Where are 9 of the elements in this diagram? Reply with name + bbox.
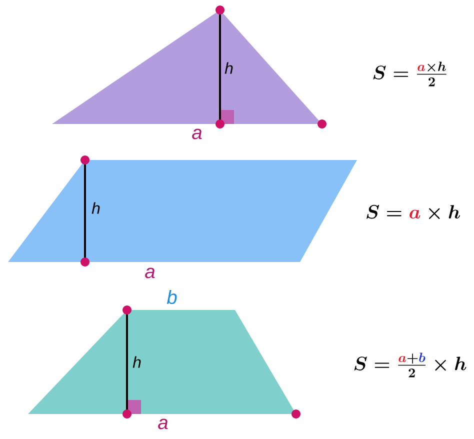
side-label: a [158, 418, 168, 430]
side-label: b [166, 290, 177, 304]
side-label: h [92, 202, 100, 214]
area-formula: $S = \frac{\textcolor{va}{a} \times h}{2}$ [373, 62, 446, 86]
side-label: a [145, 268, 155, 278]
side-label: a [192, 128, 202, 140]
side-label: h [224, 62, 233, 74]
side-label: h [132, 356, 141, 368]
area-formula: $S = \frac{\textcolor{va}{a} + \textcolor{vb}{b}}{2} \times h$ [354, 352, 466, 378]
